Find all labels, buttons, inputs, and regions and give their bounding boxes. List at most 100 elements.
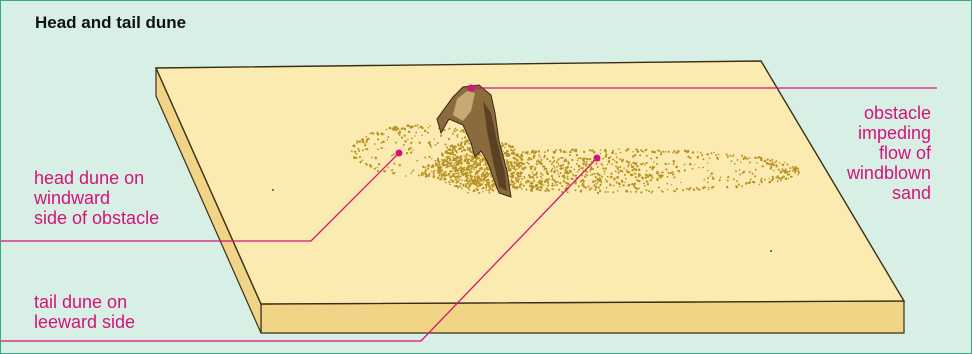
- dune-sand-dot: [749, 171, 751, 173]
- dune-sand-dot: [528, 174, 530, 176]
- dune-sand-dot: [449, 153, 451, 155]
- dune-sand-dot: [535, 173, 538, 176]
- dune-sand-dot: [449, 159, 451, 161]
- dune-sand-dot: [410, 142, 412, 144]
- obstacle-label-line: impeding: [847, 123, 931, 143]
- dune-sand-dot: [463, 169, 466, 172]
- dune-sand-dot: [359, 161, 361, 163]
- dune-sand-dot: [559, 182, 561, 184]
- dune-sand-dot: [606, 180, 608, 182]
- dune-sand-dot: [605, 155, 607, 157]
- dune-sand-dot: [614, 177, 616, 179]
- dune-sand-dot: [448, 174, 450, 176]
- dune-sand-dot: [517, 180, 519, 182]
- dune-sand-dot: [604, 150, 606, 152]
- dune-sand-dot: [756, 162, 758, 164]
- dune-sand-dot: [552, 183, 554, 185]
- dune-sand-dot: [604, 191, 606, 193]
- dune-sand-dot: [755, 169, 757, 171]
- dune-sand-dot: [549, 160, 551, 162]
- dune-sand-dot: [642, 151, 644, 153]
- dune-sand-dot: [533, 178, 535, 180]
- dune-sand-dot: [479, 178, 481, 180]
- dune-sand-dot: [456, 173, 457, 174]
- tail-dune-label-line: leeward side: [34, 312, 135, 332]
- dune-sand-dot: [456, 151, 458, 153]
- dune-sand-dot: [535, 167, 537, 169]
- dune-sand-dot: [767, 158, 769, 160]
- dune-sand-dot: [460, 158, 462, 160]
- dune-sand-dot: [702, 187, 705, 190]
- dune-sand-dot: [572, 178, 574, 180]
- dune-sand-dot: [684, 150, 687, 153]
- dune-sand-dot: [693, 189, 695, 191]
- dune-sand-dot: [438, 164, 440, 166]
- dune-sand-dot: [506, 159, 508, 161]
- dune-sand-dot: [624, 174, 626, 176]
- dune-sand-dot: [546, 187, 548, 189]
- dune-sand-dot: [668, 172, 670, 174]
- dune-sand-dot: [743, 171, 745, 173]
- dune-sand-dot: [485, 189, 487, 191]
- dune-sand-dot: [482, 187, 484, 189]
- dune-sand-dot: [426, 175, 428, 177]
- dune-sand-dot: [776, 164, 778, 166]
- dune-sand-dot: [619, 183, 621, 185]
- dune-sand-dot: [510, 147, 512, 149]
- dune-sand-dot: [697, 156, 699, 158]
- dune-sand-dot: [383, 133, 385, 135]
- dune-sand-dot: [732, 155, 734, 157]
- dune-sand-dot: [747, 182, 749, 184]
- dune-sand-dot: [424, 170, 426, 172]
- dune-sand-dot: [488, 186, 490, 188]
- dune-sand-dot: [466, 162, 468, 164]
- dune-sand-dot: [600, 179, 602, 181]
- dune-sand-dot: [675, 152, 677, 154]
- dune-sand-dot: [556, 184, 558, 186]
- dune-sand-dot: [377, 148, 379, 150]
- dune-sand-dot: [588, 163, 590, 165]
- dune-sand-dot: [450, 162, 452, 164]
- dune-sand-dot: [547, 181, 549, 183]
- dune-sand-dot: [731, 160, 733, 162]
- dune-sand-dot: [475, 184, 477, 186]
- dune-sand-dot: [460, 172, 462, 174]
- dune-sand-dot: [560, 172, 562, 174]
- dune-sand-dot: [773, 170, 775, 172]
- dune-sand-dot: [596, 162, 598, 164]
- dune-sand-dot: [553, 161, 555, 163]
- dune-sand-dot: [371, 132, 374, 135]
- dune-sand-dot: [578, 169, 580, 171]
- dune-sand-dot: [798, 171, 800, 173]
- dune-sand-dot: [771, 163, 773, 165]
- dune-sand-dot: [775, 176, 776, 177]
- dune-sand-dot: [588, 186, 590, 188]
- dune-sand-dot: [410, 173, 411, 174]
- dune-sand-dot: [439, 161, 441, 163]
- dune-sand-dot: [441, 174, 443, 176]
- dune-sand-dot: [577, 160, 579, 162]
- dune-sand-dot: [582, 158, 584, 160]
- dune-sand-dot: [630, 191, 632, 193]
- dune-sand-dot: [616, 156, 618, 158]
- dune-sand-dot: [677, 151, 679, 153]
- dune-sand-dot: [583, 164, 585, 166]
- dune-sand-dot: [659, 175, 661, 177]
- dune-sand-dot: [449, 166, 451, 168]
- dune-sand-dot: [512, 184, 514, 186]
- dune-sand-dot: [441, 153, 443, 155]
- dune-sand-dot: [356, 153, 358, 155]
- dune-sand-dot: [404, 140, 406, 142]
- dune-sand-dot: [607, 176, 609, 178]
- dune-sand-dot: [689, 163, 692, 166]
- dune-sand-dot: [417, 124, 419, 126]
- dune-sand-dot: [709, 158, 711, 160]
- head-dune-label: head dune on windward side of obstacle: [34, 168, 159, 228]
- dune-sand-dot: [547, 184, 549, 186]
- dune-sand-dot: [381, 147, 383, 149]
- dune-sand-dot: [625, 178, 627, 180]
- dune-sand-dot: [727, 176, 729, 178]
- dune-sand-dot: [600, 163, 602, 165]
- dune-sand-dot: [754, 157, 756, 159]
- dune-sand-dot: [688, 188, 690, 190]
